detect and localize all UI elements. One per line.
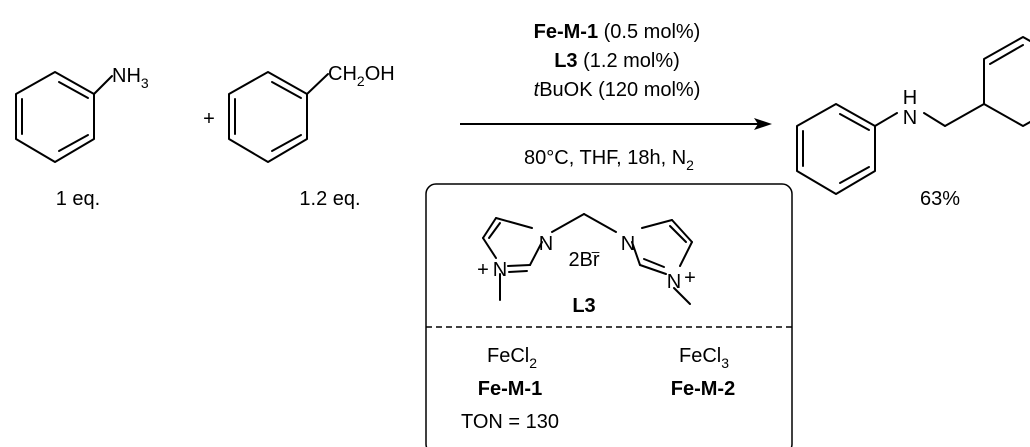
ligand-label: L3 — [572, 295, 595, 317]
base-condition: tBuOK (120 mol%) — [534, 79, 701, 101]
salt-1-name: Fe-M-1 — [478, 378, 542, 400]
salt-2-name: Fe-M-2 — [671, 378, 735, 400]
ligand-condition: L3 (1.2 mol%) — [554, 50, 680, 72]
benzene-ring-icon — [228, 71, 329, 163]
ligand-left-charge: + — [477, 259, 489, 281]
salt-1-formula: FeCl2 — [487, 345, 537, 371]
salt-2-formula: FeCl3 — [679, 345, 729, 371]
salt-1-ton: TON = 130 — [461, 411, 559, 433]
ligand-right-charge: + — [684, 267, 696, 289]
alcohol-group-label: CH2OH — [328, 63, 395, 89]
product-nh-hydrogen: H — [903, 87, 917, 109]
amine-group-label: NH3 — [112, 65, 149, 91]
ligand-catalyst-box — [425, 183, 793, 447]
imidazolium-ring-icon — [631, 219, 693, 305]
product-amine-nitrogen: N — [903, 107, 917, 129]
ligand-n-left-bottom: N — [493, 259, 507, 281]
imidazolium-ring-icon — [482, 213, 617, 301]
plus-sign: + — [203, 108, 215, 130]
reaction-conditions-below: 80°C, THF, 18h, N2 — [524, 147, 694, 173]
ligand-n-left-top: N — [539, 233, 553, 255]
benzene-ring-icon — [796, 103, 985, 195]
ligand-counterion: 2Br– — [568, 243, 599, 271]
product-yield: 63% — [920, 188, 960, 210]
catalyst-condition: Fe-M-1 (0.5 mol%) — [534, 21, 701, 43]
reaction-arrow-icon — [460, 118, 772, 130]
amine-equivalents: 1 eq. — [56, 188, 100, 210]
ligand-n-right-top: N — [621, 233, 635, 255]
benzene-ring-icon — [983, 36, 1030, 127]
alcohol-equivalents: 1.2 eq. — [299, 188, 360, 210]
ligand-n-right-bottom: N — [667, 271, 681, 293]
benzene-ring-icon — [15, 71, 113, 163]
